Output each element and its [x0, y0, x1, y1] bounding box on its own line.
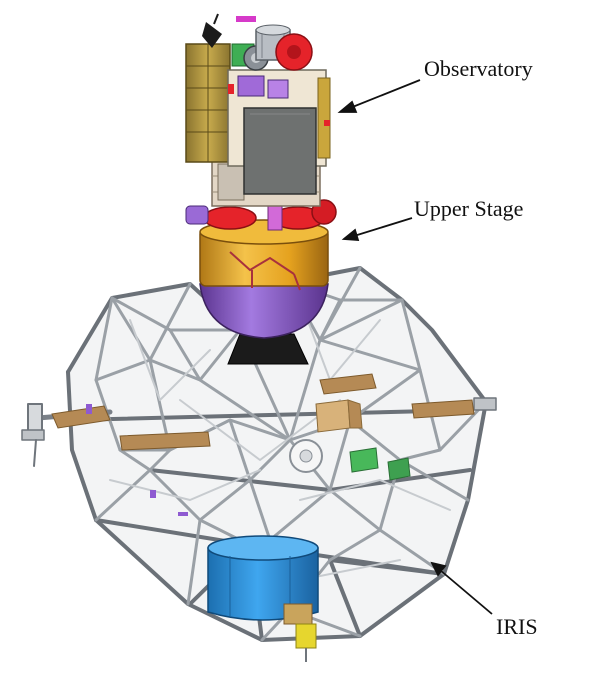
upper-stage-label: Upper Stage: [414, 196, 524, 221]
iris-cylinder: [207, 535, 319, 625]
round-fitting: [289, 439, 323, 473]
solar-panel: [185, 43, 231, 163]
iris-label: IRIS: [496, 614, 538, 639]
observatory-label: Observatory: [424, 56, 533, 81]
upper-stage-arrow: [341, 217, 413, 241]
purple-fittings: [86, 404, 188, 516]
green-boxes: [349, 447, 411, 481]
observatory-arrow: [337, 79, 421, 113]
callout-arrows: [337, 79, 493, 615]
iris-arrow: [430, 561, 493, 615]
upper-stage: [185, 199, 337, 365]
yellow-fitting: [295, 623, 317, 662]
tan-box: [315, 399, 363, 433]
observatory: [185, 13, 331, 207]
